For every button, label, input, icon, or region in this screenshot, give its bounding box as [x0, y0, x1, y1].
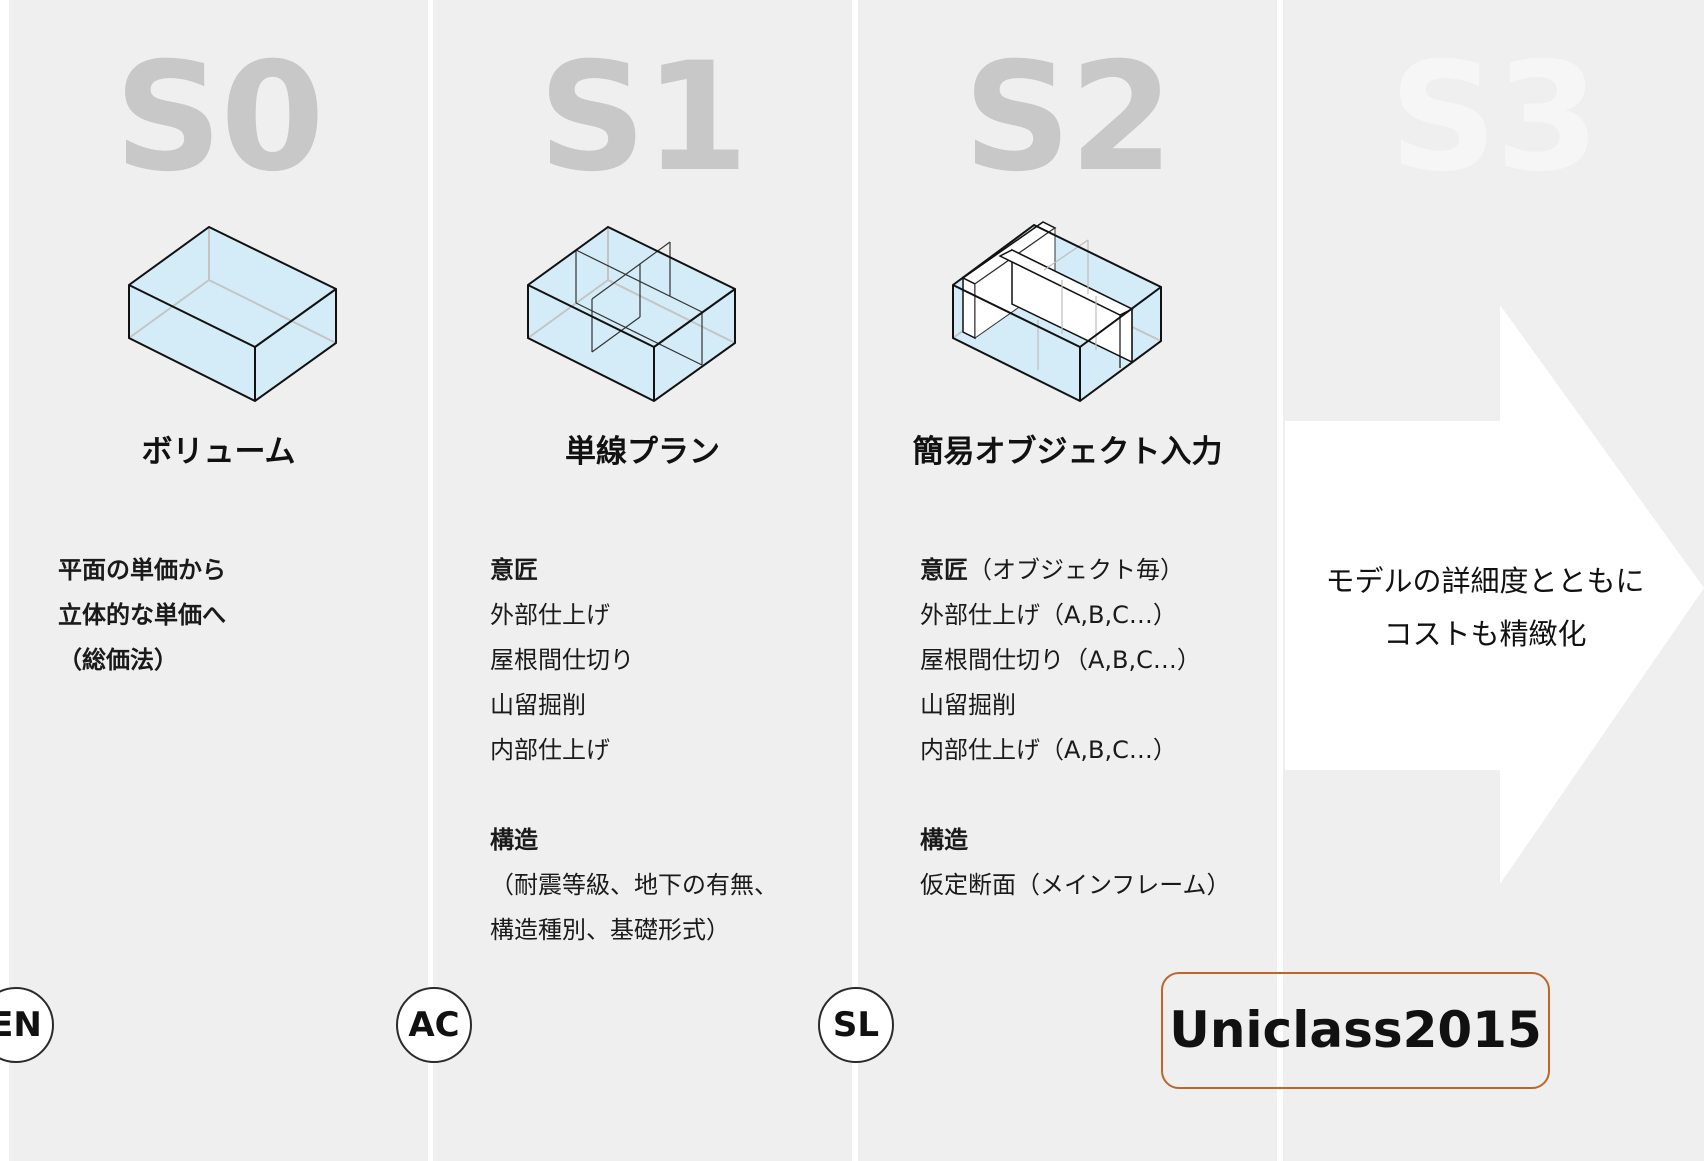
stage-badge-sl: SL [818, 987, 894, 1063]
description-line: 山留掘削 [920, 691, 1016, 719]
arrow-caption: モデルの詳細度とともに コストも精緻化 [1288, 555, 1682, 661]
section-gap [920, 773, 1231, 818]
stage-description-s2: 意匠（オブジェクト毎） 外部仕上げ（A,B,C…） 屋根間仕切り（A,B,C…）… [920, 548, 1231, 908]
section-heading: 意匠 [920, 556, 968, 584]
section-heading-row: 意匠（オブジェクト毎） [920, 548, 1231, 593]
section-heading: 構造 [490, 826, 538, 854]
description-line: 立体的な単価へ [58, 601, 226, 629]
description-line: 屋根間仕切り（A,B,C…） [920, 646, 1201, 674]
stage-badge-ac: AC [396, 987, 472, 1063]
description-line: 山留掘削 [490, 691, 586, 719]
section-heading: 意匠 [490, 556, 538, 584]
stage-title-s1: 単線プラン [565, 434, 720, 470]
stage-title-s0: ボリューム [141, 434, 296, 470]
description-line: 構造種別、基礎形式） [490, 916, 730, 944]
arrow-caption-line: コストも精緻化 [1383, 617, 1587, 651]
volume-box-icon [128, 225, 337, 403]
arrow-caption-line: モデルの詳細度とともに [1325, 564, 1645, 598]
right-arrow-icon [1285, 305, 1704, 884]
section-heading: 構造 [920, 826, 968, 854]
description-line: （総価法） [58, 646, 178, 674]
stage-number-s2: S2 [963, 31, 1173, 205]
simple-object-box-icon [952, 221, 1162, 403]
stage-number-s3: S3 [1389, 31, 1599, 205]
description-line: 外部仕上げ [490, 601, 610, 629]
description-line: 仮定断面（メインフレーム） [920, 871, 1231, 899]
stage-title-s2: 簡易オブジェクト入力 [912, 434, 1223, 470]
stage-description-s1: 意匠 外部仕上げ 屋根間仕切り 山留掘削 内部仕上げ 構造 （耐震等級、地下の有… [490, 548, 778, 953]
single-line-plan-box-icon [527, 225, 736, 403]
stage-panel-s1: S1 単線プラン 意匠 外部仕上げ 屋根間仕切り 山留掘削 内部仕上げ 構造 （… [433, 0, 852, 1161]
section-gap [490, 773, 778, 818]
stage-panel-s2: S2 簡易オブジェクト入力 意匠（オブジェクト毎） 外部仕上げ（A,B,C…） … [858, 0, 1277, 1161]
stage-panel-s0: S0 ボリューム 平面の単価から 立体的な単価へ （総価法） [9, 0, 428, 1161]
description-line: 内部仕上げ（A,B,C…） [920, 736, 1177, 764]
section-heading-note: （オブジェクト毎） [968, 556, 1184, 584]
stage-number-s1: S1 [538, 31, 748, 205]
uniclass-label: Uniclass2015 [1161, 972, 1550, 1089]
stage-number-s0: S0 [114, 31, 324, 205]
stage-description-s0: 平面の単価から 立体的な単価へ （総価法） [58, 548, 226, 683]
description-line: （耐震等級、地下の有無、 [490, 871, 778, 899]
description-line: 平面の単価から [58, 556, 226, 584]
description-line: 内部仕上げ [490, 736, 610, 764]
description-line: 外部仕上げ（A,B,C…） [920, 601, 1177, 629]
description-line: 屋根間仕切り [490, 646, 634, 674]
